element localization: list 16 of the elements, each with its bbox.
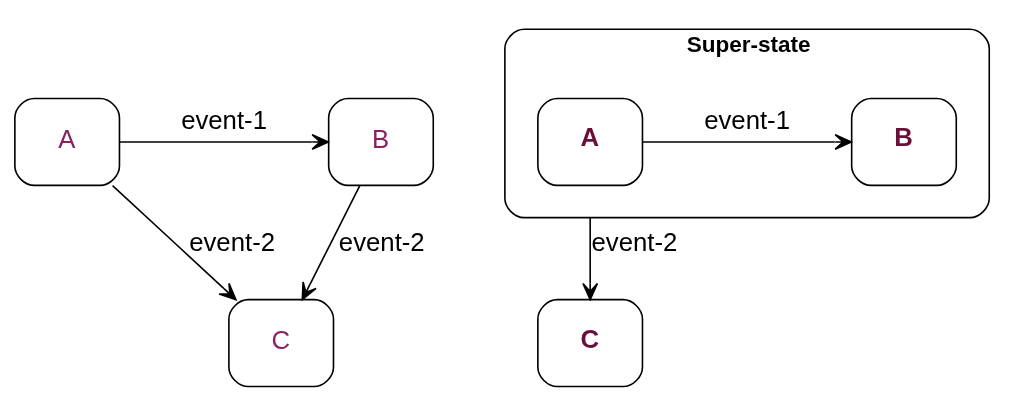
edge-label: event-2 bbox=[338, 228, 425, 257]
node-box: B bbox=[327, 97, 435, 187]
arrow bbox=[301, 184, 361, 301]
edge-label: event-2 bbox=[591, 228, 678, 257]
arrow bbox=[582, 216, 599, 301]
node-box: B bbox=[850, 97, 958, 187]
edge-label: event-2 bbox=[189, 228, 276, 257]
arrow bbox=[111, 184, 237, 301]
node-box: A bbox=[14, 97, 121, 187]
node-box: A bbox=[537, 97, 644, 187]
arrow bbox=[641, 133, 853, 150]
edge-label: event-1 bbox=[704, 105, 790, 134]
node-box: C bbox=[228, 298, 335, 388]
edge-label: event-1 bbox=[181, 105, 267, 134]
arrow bbox=[118, 133, 330, 150]
node-box: C bbox=[537, 298, 644, 388]
